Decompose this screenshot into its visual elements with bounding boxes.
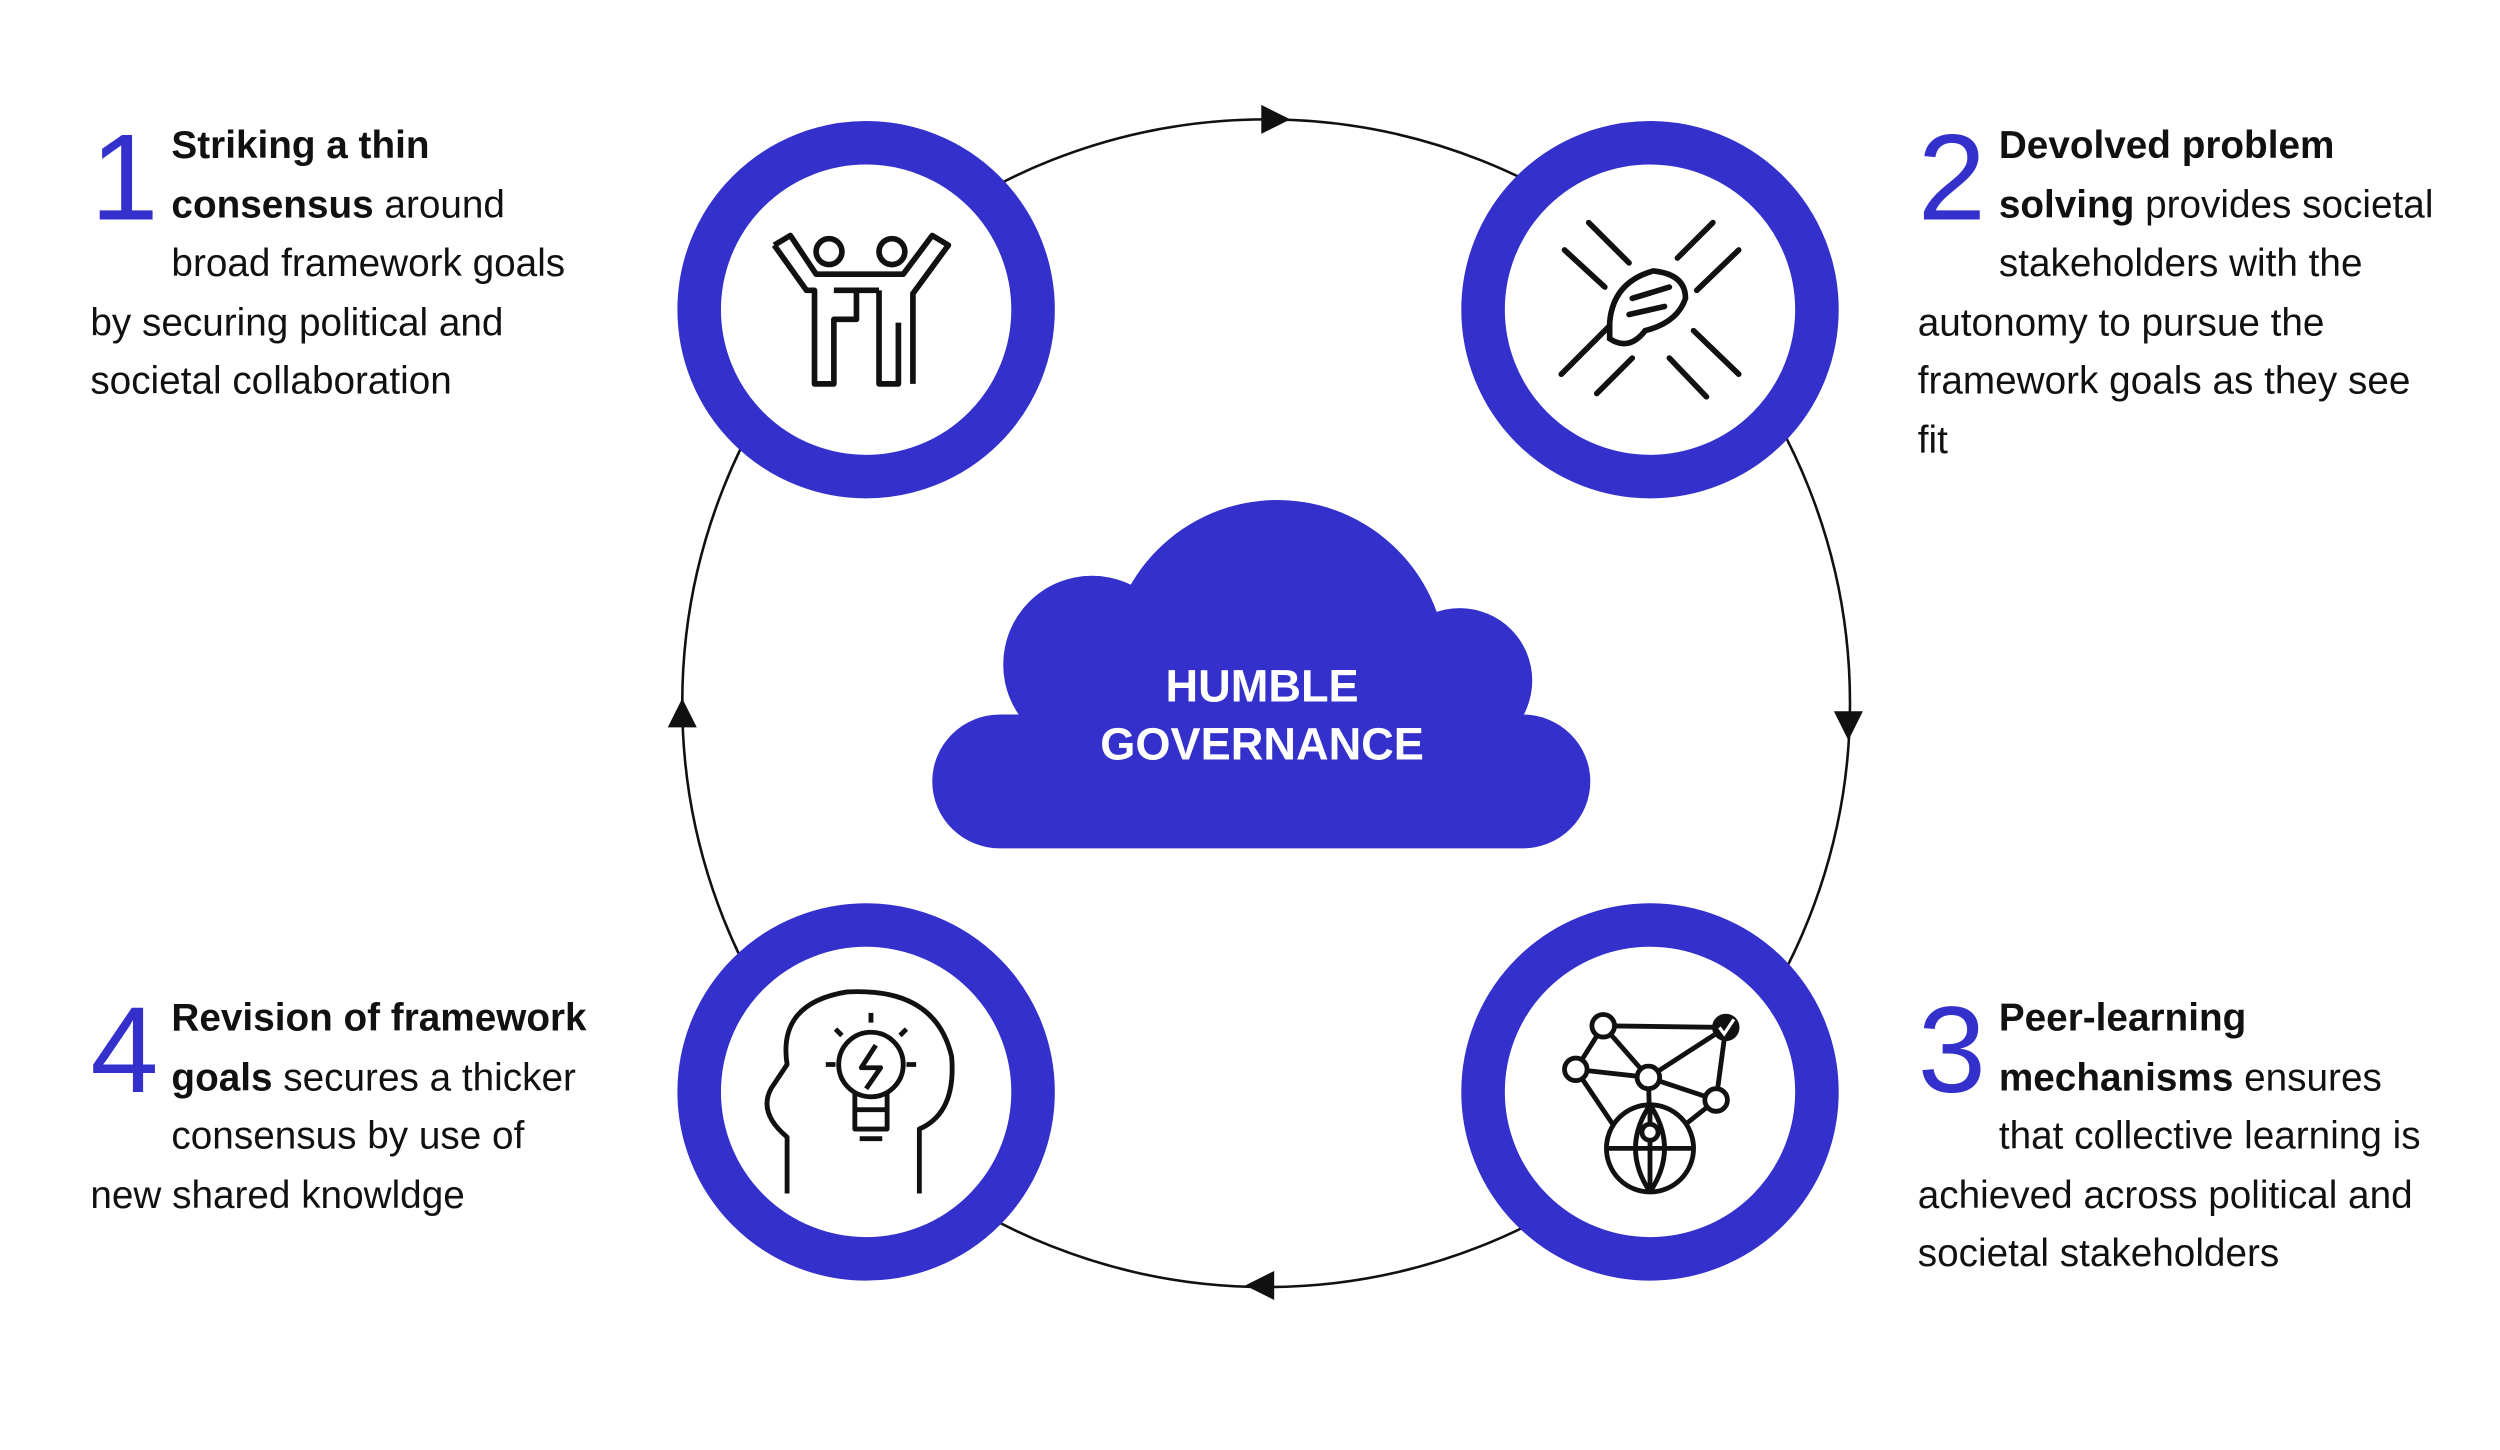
step-number: 4 (90, 982, 159, 1120)
center-label-line2: GOVERNANCE (1100, 719, 1424, 770)
people-raising-hands-icon (771, 232, 952, 387)
arrow-up-icon (667, 698, 697, 728)
head-lightbulb-icon (764, 989, 955, 1194)
step-description: around broad framework goals by securing… (90, 183, 566, 404)
center-label: HUMBLE GOVERNANCE (968, 658, 1557, 774)
step-number: 1 (90, 109, 159, 247)
step-description: provides societal stakeholders with the … (1917, 183, 2434, 463)
arrow-right-icon (1261, 104, 1291, 134)
cloud-shape (932, 499, 1591, 849)
step-title: Devolved problem solving (1998, 124, 2335, 227)
arrow-left-icon (1245, 1270, 1275, 1300)
step-number: 2 (1917, 109, 1986, 247)
step-4-ring (677, 903, 1055, 1281)
arrow-down-icon (1833, 711, 1863, 741)
step-number: 3 (1917, 982, 1986, 1120)
step-title: Striking a thin consensus (171, 124, 430, 227)
step-title: Peer-learning mechanisms (1998, 996, 2247, 1100)
step-description: secures a thicker consensus by use of ne… (90, 1055, 576, 1218)
step-description: ensures that collective learning is achi… (1917, 1055, 2421, 1277)
step-1-ring (677, 120, 1055, 499)
global-network-icon (1562, 1012, 1740, 1195)
center-label-line1: HUMBLE (1165, 661, 1359, 712)
step-title: Revision of framework goals (171, 996, 587, 1100)
hands-together-icon (1558, 219, 1742, 400)
